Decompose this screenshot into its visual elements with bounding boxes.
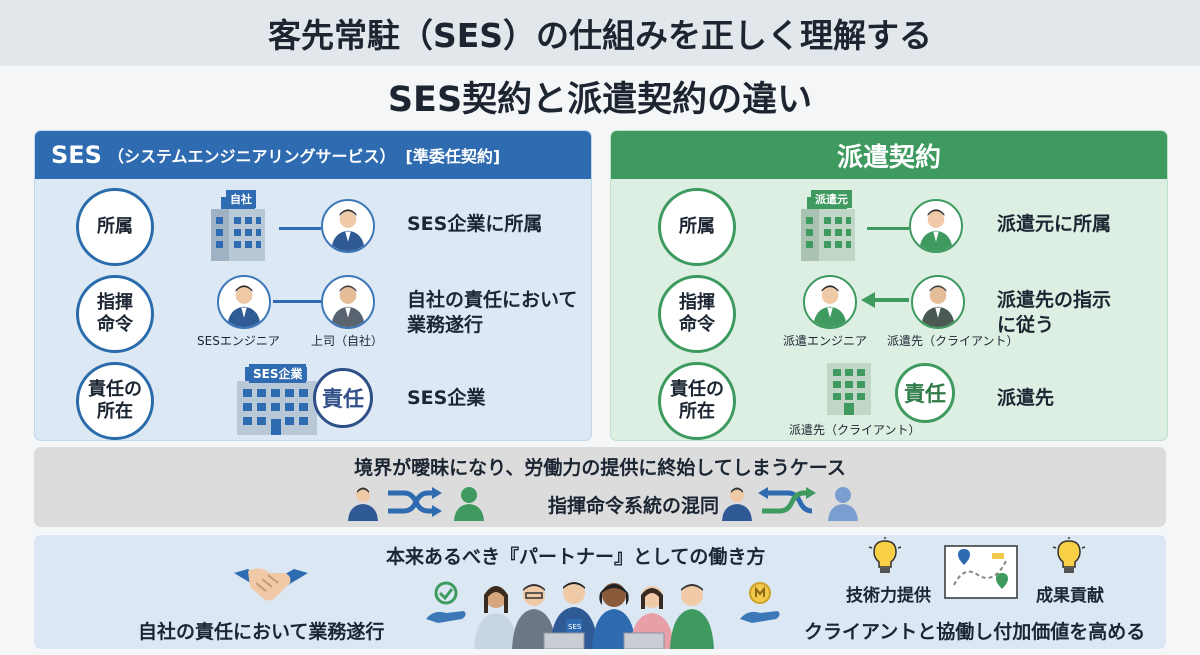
page-subtitle: SES契約と派遣契約の違い — [387, 80, 813, 120]
haken-client-caption: 派遣先（クライアント） — [887, 334, 1019, 348]
ses-building2-label: SES企業 — [249, 364, 307, 383]
haken-label-responsibility: 責任の 所在 — [658, 362, 736, 440]
ses-label-affiliation: 所属 — [76, 188, 154, 266]
haken-building-caption: 派遣先（クライアント） — [789, 423, 921, 437]
haken-engineer-avatar — [909, 199, 963, 253]
blue-person-icon — [348, 487, 378, 521]
team-badge-text: SES — [568, 623, 582, 631]
ses-responsibility-badge: 責任 — [313, 368, 373, 428]
ses-responsibility-text: SES企業 — [407, 387, 486, 409]
result-label: 成果貢献 — [1036, 586, 1104, 606]
haken-label-affiliation: 所属 — [658, 188, 736, 266]
ses-heading-sub: （システムエンジニアリングサービス） — [107, 147, 396, 166]
shuffle-icon — [388, 487, 442, 517]
haken-engineer-caption: 派遣エンジニア — [783, 334, 868, 348]
confusion-case-text: 指揮命令系統の混同 — [548, 495, 720, 517]
roadmap-icon — [944, 545, 1018, 599]
lightbulb-icon-2 — [1052, 537, 1086, 573]
team-icon: SES — [474, 582, 714, 649]
ses-boss-caption: 上司（自社） — [311, 334, 384, 348]
person-icon — [722, 487, 752, 521]
ses-heading-main: SES — [51, 141, 102, 169]
lightbulb-icon — [868, 537, 902, 573]
ses-affiliation-text: SES企業に所属 — [407, 213, 543, 235]
hand-coin-icon — [740, 582, 780, 623]
haken-responsibility-badge: 責任 — [895, 363, 955, 423]
ses-affiliation-connector — [279, 227, 321, 230]
green-person-icon — [454, 487, 484, 521]
confusion-case-title: 境界が曖昧になり、労働力の提供に終始してしまうケース — [354, 457, 846, 479]
handshake-icon — [234, 568, 308, 601]
haken-heading: 派遣契約 — [836, 142, 941, 173]
ses-engineer-avatar-2 — [217, 275, 271, 329]
ses-command-text: 自社の責任において 業務遂行 — [407, 289, 578, 336]
ses-command-connector — [273, 300, 321, 303]
haken-panel: 派遣契約 所属 派遣元 派遣元に所属 指揮 命令 派遣エンジニア 派遣先（クライ… — [610, 130, 1168, 441]
haken-command-text: 派遣先の指示 に従う — [997, 289, 1112, 336]
ses-panel: SES （システムエンジニアリングサービス） [準委任契約] 所属 自社 SES… — [34, 130, 592, 441]
ses-heading-contract: [準委任契約] — [405, 147, 501, 166]
exchange-arrows-icon — [758, 487, 816, 514]
hand-check-icon — [426, 581, 466, 623]
light-blue-person-icon — [828, 487, 858, 521]
page-title: 客先常駐（SES）の仕組みを正しく理解する — [267, 16, 933, 55]
client-building-icon — [827, 363, 871, 419]
ses-building1-label: 自社 — [226, 190, 256, 208]
haken-label-command: 指揮 命令 — [658, 275, 736, 353]
haken-affiliation-text: 派遣元に所属 — [997, 213, 1112, 235]
haken-engineer-avatar-2 — [803, 275, 857, 329]
partner-title: 本来あるべき『パートナー』としての働き方 — [386, 546, 766, 568]
haken-panel-header: 派遣契約 — [611, 131, 1167, 179]
left-arrow-icon — [861, 292, 909, 308]
company-building-icon — [207, 197, 269, 265]
title-bar: 客先常駐（SES）の仕組みを正しく理解する — [0, 0, 1200, 66]
ses-engineer-avatar — [321, 199, 375, 253]
partner-left-text: 自社の責任において業務遂行 — [138, 621, 385, 643]
ses-label-command: 指揮 命令 — [76, 275, 154, 353]
ses-engineer-caption: SESエンジニア — [197, 334, 280, 348]
partner-band: 本来あるべき『パートナー』としての働き方 自社の責任において業務遂行 SES — [34, 535, 1166, 649]
ses-label-responsibility: 責任の 所在 — [76, 362, 154, 440]
ses-panel-header: SES （システムエンジニアリングサービス） [準委任契約] — [35, 131, 591, 179]
haken-affiliation-connector — [867, 227, 909, 230]
ses-boss-avatar — [321, 275, 375, 329]
tech-label: 技術力提供 — [846, 586, 931, 606]
confusion-case-band: 境界が曖昧になり、労働力の提供に終始してしまうケース 指揮命令系統の混同 — [34, 447, 1166, 527]
haken-building1-label: 派遣元 — [811, 190, 852, 208]
partner-right-text: クライアントと協働し付加価値を高める — [804, 621, 1146, 643]
haken-client-avatar — [911, 275, 965, 329]
haken-responsibility-text: 派遣先 — [997, 387, 1055, 409]
